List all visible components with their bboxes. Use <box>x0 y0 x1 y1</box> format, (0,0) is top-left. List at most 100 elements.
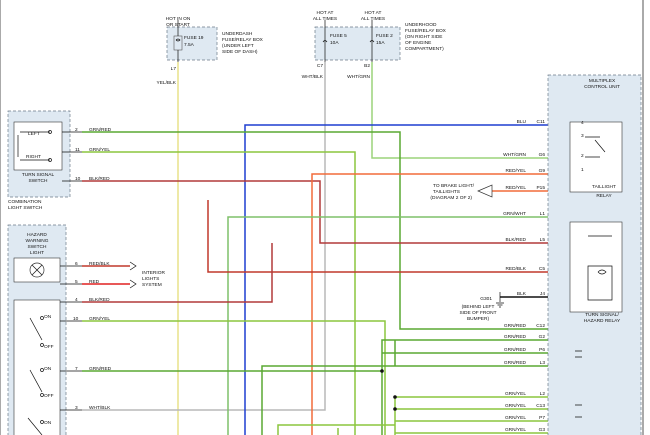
multiplex-pin-c12: C12 <box>536 323 545 329</box>
turn-pin-10: 10 <box>75 176 81 182</box>
fuse19-hot-1: HOT IN ON <box>166 16 191 22</box>
interior-1: INTERIOR <box>142 270 165 276</box>
wire-grn-wht <box>227 216 550 435</box>
off-label-1: OFF <box>44 344 54 350</box>
multiplex-control-unit <box>547 74 642 435</box>
hazard-title-3: SWITCH <box>28 244 47 250</box>
relay-pin-1: 1 <box>581 167 584 173</box>
hazard-pin-6: 6 <box>75 261 78 267</box>
on-label-2: ON <box>44 366 52 372</box>
fuse5-hot-2: ALL TIMES <box>313 16 337 22</box>
fuse5-hot-1: HOT AT <box>317 10 334 16</box>
hazard-wire-7: GRN/RED <box>89 366 112 372</box>
multiplex-wire-color: BLK <box>517 291 527 297</box>
multiplex-pin-l3: L3 <box>540 360 546 366</box>
interior-3: SYSTEM <box>142 282 162 288</box>
wire-wht-grn <box>371 62 550 159</box>
taillight-relay-2: RELAY <box>596 193 612 199</box>
multiplex-pin-j4: J4 <box>540 291 545 297</box>
wire-wht-blk <box>82 62 326 411</box>
fuse5-wire: WHT/BLK <box>302 74 324 80</box>
multiplex-wire-color: WHT/GRN <box>503 152 526 158</box>
multiplex-wire-color: RED/YEL <box>505 185 526 191</box>
fuse19-terminal: L7 <box>171 66 177 72</box>
turn-title-1: TURN SIGNAL <box>22 172 55 178</box>
turn-pin-2: 2 <box>75 127 78 133</box>
multiplex-title-1: MULTIPLEX <box>589 78 616 84</box>
turn-title-2: SWITCH <box>29 178 48 184</box>
off-label-2: OFF <box>44 393 54 399</box>
underhood-3: (ON RIGHT SIDE <box>405 34 443 40</box>
fuse5-terminal: C7 <box>317 63 323 69</box>
fuse2-wire: WHT/GRN <box>347 74 370 80</box>
fuse19-box-3: (UNDER LEFT <box>222 43 254 49</box>
wire-grn-red-turn <box>82 131 550 330</box>
multiplex-wire-color: RED/YEL <box>505 168 526 174</box>
brake-note-2: TAILLIGHTS <box>433 189 460 195</box>
taillight-relay-1: TAILLIGHT <box>592 184 616 190</box>
combo-2: LIGHT SWITCH <box>8 205 43 211</box>
multiplex-wire-color: GRN/RED <box>504 360 527 366</box>
turn-wire-10: BLK/RED <box>89 176 110 182</box>
hazard-pin-7: 7 <box>75 366 78 372</box>
on-label-1: ON <box>44 314 52 320</box>
wire-blu <box>244 124 550 435</box>
brake-arrow <box>477 184 493 198</box>
combo-1: COMBINATION <box>8 199 42 205</box>
on-label-3: ON <box>44 420 52 426</box>
wire-grn-yel-turn <box>82 151 356 435</box>
multiplex-pin-l5: L5 <box>540 237 546 243</box>
hazard-title-4: LIGHT <box>30 250 44 256</box>
ground-note-3: BUMPER) <box>467 316 490 322</box>
multiplex-wire-color: GRN/WHT <box>503 211 526 217</box>
turn-right-label: RIGHT <box>26 154 41 160</box>
multiplex-pin-c5: C5 <box>539 266 545 272</box>
brake-note-3: (DIAGRAM 2 OF 2) <box>430 195 472 201</box>
splice-node <box>380 369 384 373</box>
fuse19-wire: YEL/BLK <box>157 80 177 86</box>
fuse2-terminal: B2 <box>364 63 370 69</box>
fuse2-name: FUSE 2 <box>376 33 393 39</box>
fuse19-rating: 7.5A <box>184 42 195 48</box>
multiplex-wire-color: GRN/RED <box>504 323 527 329</box>
multiplex-wire-color: RED/BLK <box>505 266 526 272</box>
multiplex-wire-color: GRN/YEL <box>505 391 526 397</box>
wire-red-blk-c5 <box>207 200 550 273</box>
underhood-fuse-box <box>314 20 401 62</box>
wire-grn-red-left <box>261 365 382 435</box>
hazard-pin-4: 4 <box>75 297 78 303</box>
hazard-title-2: WARNING <box>25 238 48 244</box>
underhood-2: FUSE/RELAY BOX <box>405 28 447 34</box>
hazard-pin-10: 10 <box>73 316 79 322</box>
ground-name: G301 <box>480 296 492 302</box>
multiplex-pin-g9: G9 <box>539 168 546 174</box>
wire-grn-yel-10 <box>82 320 386 435</box>
multiplex-pin-l2: L2 <box>540 391 546 397</box>
ground-note-2: SIDE OF FRONT <box>459 310 496 316</box>
multiplex-wire-color: BLU <box>517 119 527 125</box>
fuse5-rating: 10A <box>330 40 339 46</box>
fuse19-hot-2: OR START <box>166 22 190 28</box>
ground-note-1: (BEHIND LEFT <box>462 304 495 310</box>
multiplex-wire-color: GRN/RED <box>504 347 527 353</box>
turn-relay-2: HAZARD RELAY <box>584 318 621 324</box>
underhood-4: OF ENGINE <box>405 40 431 46</box>
underhood-5: COMPARTMENT) <box>405 46 444 52</box>
hazard-pin-5: 5 <box>75 279 78 285</box>
multiplex-wire-color: GRN/RED <box>504 334 527 340</box>
multiplex-pin-g6: G6 <box>539 152 546 158</box>
multiplex-pin-c11: C11 <box>537 119 546 125</box>
multiplex-pin-l1: L1 <box>540 211 546 217</box>
multiplex-wire-color: GRN/YEL <box>505 415 526 421</box>
hazard-title-1: HAZARD <box>27 232 47 238</box>
relay-pin-2: 2 <box>581 153 584 159</box>
turn-pin-11: 11 <box>75 147 80 153</box>
hazard-warning-switch <box>7 224 82 435</box>
splice-node <box>393 395 397 399</box>
multiplex-pin-p7: P7 <box>539 415 545 421</box>
fuse2-rating: 15A <box>376 40 385 46</box>
interior-lights-arrow <box>129 261 137 289</box>
multiplex-wire-color: BLK/RED <box>505 237 526 243</box>
